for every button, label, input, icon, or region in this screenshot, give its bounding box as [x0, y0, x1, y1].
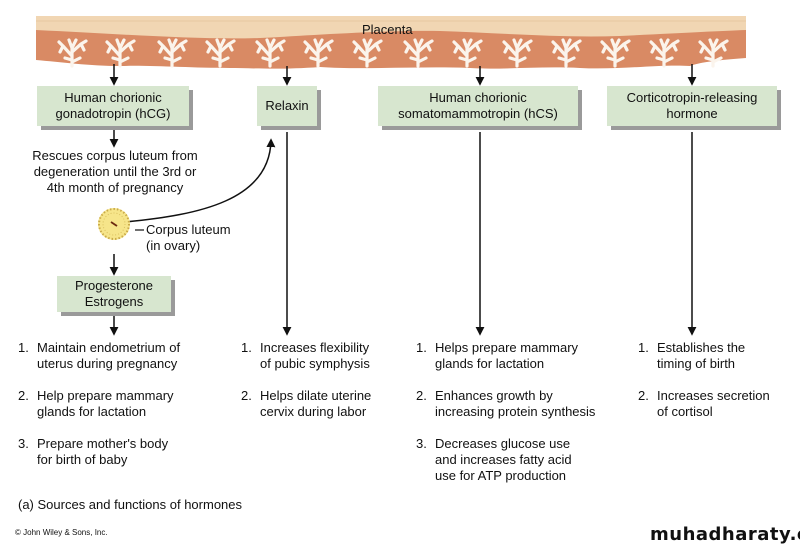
item-number: 1. [18, 340, 29, 355]
item-number: 3. [18, 436, 29, 451]
hormone-box-crh: Corticotropin-releasing hormone [607, 86, 777, 126]
progesterone-estrogens-functions: 1. Maintain endometrium of uterus during … [18, 340, 228, 484]
villus-icon [502, 38, 533, 68]
item-number: 1. [416, 340, 427, 355]
item-number: 2. [18, 388, 29, 403]
villus-icon [205, 38, 236, 68]
villus-icon [403, 38, 434, 68]
item-text: Maintain endometrium of uterus during pr… [37, 340, 181, 371]
villus-icon [352, 38, 383, 68]
function-item: 1. Increases flexibility of pubic symphys… [241, 340, 411, 372]
corpus-luteum-label: Corpus luteum (in ovary) [146, 222, 231, 253]
placental-villi [57, 38, 729, 68]
function-item: 1. Establishes the timing of birth [638, 340, 798, 372]
function-item: 3. Prepare mother's body for birth of bab… [18, 436, 228, 468]
hormone-label-hcg: Human chorionic gonadotropin (hCG) [55, 90, 171, 121]
villus-icon [255, 38, 286, 68]
copyright-notice: © John Wiley & Sons, Inc. [15, 528, 108, 537]
function-item: 2. Increases secretion of cortisol [638, 388, 798, 420]
item-text: Increases flexibility of pubic symphysis [260, 340, 370, 371]
function-item: 2. Enhances growth by increasing protein … [416, 388, 636, 420]
hormone-label-crh: Corticotropin-releasing hormone [626, 90, 758, 121]
function-item: 3. Decreases glucose use and increases fa… [416, 436, 636, 484]
watermark[interactable]: muhadharaty.com [650, 524, 800, 545]
progesterone-estrogens-label: Progesterone Estrogens [74, 278, 154, 309]
item-text: Helps prepare mammary glands for lactati… [435, 340, 579, 371]
hormone-box-hcs: Human chorionic somatomammotropin (hCS) [378, 86, 578, 126]
item-number: 1. [241, 340, 252, 355]
function-item: 2. Help prepare mammary glands for lactat… [18, 388, 228, 420]
villus-icon [157, 38, 188, 68]
function-item: 1. Helps prepare mammary glands for lacta… [416, 340, 636, 372]
arrow-corpus-luteum-to-relaxin [124, 138, 276, 223]
item-text: Help prepare mammary glands for lactatio… [37, 388, 174, 419]
item-number: 2. [416, 388, 427, 403]
item-text: Helps dilate uterine cervix during labor [260, 388, 372, 419]
function-item: 2. Helps dilate uterine cervix during lab… [241, 388, 411, 420]
crh-functions: 1. Establishes the timing of birth 2. Incr… [638, 340, 798, 436]
item-text: Decreases glucose use and increases fatt… [435, 436, 572, 483]
item-number: 2. [241, 388, 252, 403]
villus-icon [105, 38, 136, 68]
function-item: 1. Maintain endometrium of uterus during … [18, 340, 228, 372]
item-text: Prepare mother's body for birth of baby [37, 436, 169, 467]
hcg-function-note: Rescues corpus luteum from degeneration … [32, 148, 198, 195]
hormone-box-hcg: Human chorionic gonadotropin (hCG) [37, 86, 189, 126]
villus-icon [600, 38, 631, 68]
item-number: 1. [638, 340, 649, 355]
hcs-functions: 1. Helps prepare mammary glands for lacta… [416, 340, 636, 500]
item-number: 3. [416, 436, 427, 451]
figure-caption: (a) Sources and functions of hormones [18, 497, 243, 512]
item-text: Enhances growth by increasing protein sy… [435, 388, 596, 419]
villus-icon [698, 38, 729, 68]
corpus-luteum-icon [98, 208, 130, 240]
villus-icon [551, 38, 582, 68]
item-number: 2. [638, 388, 649, 403]
villus-icon [57, 38, 88, 68]
item-text: Establishes the timing of birth [657, 340, 746, 371]
villus-icon [649, 38, 680, 68]
villus-icon [303, 38, 334, 68]
hormone-label-relaxin: Relaxin [265, 98, 309, 113]
item-text: Increases secretion of cortisol [657, 388, 770, 419]
villus-icon [452, 38, 483, 68]
placenta-label: Placenta [362, 22, 413, 37]
progesterone-estrogens-box: Progesterone Estrogens [57, 276, 171, 312]
relaxin-functions: 1. Increases flexibility of pubic symphys… [241, 340, 411, 436]
hormone-box-relaxin: Relaxin [257, 86, 317, 126]
hormone-label-hcs: Human chorionic somatomammotropin (hCS) [398, 90, 558, 121]
